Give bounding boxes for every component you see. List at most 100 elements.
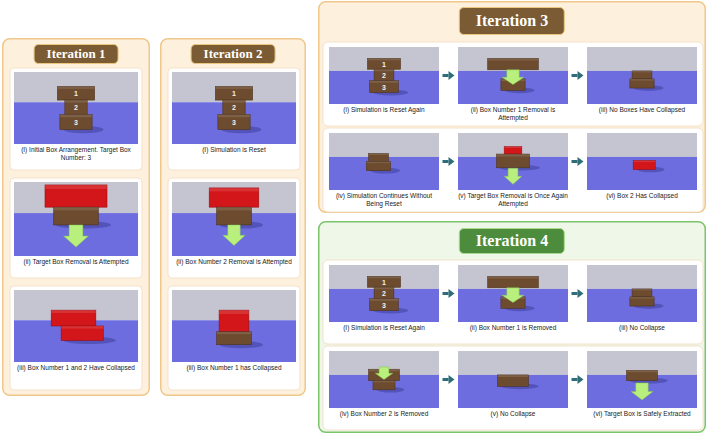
removal-arrow <box>223 225 245 246</box>
sky <box>458 133 568 157</box>
simulation-scene <box>458 133 568 190</box>
box-highlight <box>370 81 399 83</box>
sim-box <box>209 188 259 207</box>
step-caption: (iv) Box Number 2 is Removed <box>328 410 440 418</box>
arrow-head <box>449 289 455 298</box>
sim-box <box>632 289 652 297</box>
sim-box <box>373 381 395 390</box>
panel-background <box>3 39 150 396</box>
sky <box>329 265 439 289</box>
sky <box>458 47 568 71</box>
sim-box <box>217 332 252 345</box>
step-caption: (I) Initial Box Arrangement. Target Box … <box>12 146 140 162</box>
sim-box <box>369 154 389 162</box>
box-number: 3 <box>74 119 78 126</box>
arrow-head <box>578 375 584 384</box>
flow-arrow <box>443 289 455 298</box>
box-highlight <box>223 100 245 103</box>
step-card: (iv) Box Number 2 is Removed <box>326 348 442 428</box>
sky <box>329 47 439 71</box>
arrow-head <box>578 71 584 80</box>
box-number: 2 <box>74 104 78 111</box>
sim-box <box>627 370 658 380</box>
simulation-scene <box>172 182 296 256</box>
box-highlight <box>633 160 655 162</box>
sky <box>172 182 296 213</box>
arrow-head <box>449 71 455 80</box>
sim-box <box>215 86 252 100</box>
box-highlight <box>51 310 96 313</box>
step-card: (vi) Target Box is Safely Extracted <box>584 348 700 428</box>
step-caption: (vi) Box 2 Has Collapsed <box>586 192 698 200</box>
removal-arrow <box>375 367 393 380</box>
sim-box <box>630 79 654 88</box>
box-highlight <box>498 375 529 377</box>
arrow-head <box>578 157 584 166</box>
box-highlight <box>217 332 252 334</box>
box-highlight <box>630 79 654 81</box>
box-number: 3 <box>232 119 236 126</box>
box-highlight <box>60 114 92 117</box>
sky <box>587 133 697 157</box>
arrow-shaft <box>572 378 578 381</box>
iteration-panel: Iteration 4(I) Simulation is Reset Again… <box>318 221 706 433</box>
sim-box <box>488 276 539 287</box>
ground-plane <box>587 289 697 322</box>
arrow-shaft <box>572 292 578 295</box>
step-caption: (I) Simulation is Reset Again <box>328 324 440 332</box>
simulation-scene <box>329 133 439 190</box>
flow-arrow <box>443 157 455 166</box>
simulation-scene <box>587 133 697 190</box>
iteration-panel: Iteration 3(i) Simulation is Reset Again… <box>318 1 706 213</box>
box-highlight <box>369 154 389 155</box>
sim-box <box>497 154 530 168</box>
box-highlight <box>488 58 539 60</box>
step-card: (ii) Box Number 1 is Removed <box>455 262 571 342</box>
box-highlight <box>57 86 94 88</box>
row-background <box>323 260 703 344</box>
card-background <box>168 68 300 170</box>
step-card: (iii) Box Number 1 has Collapsed <box>168 286 300 390</box>
sim-box <box>504 147 522 154</box>
arrow-shaft <box>443 292 449 295</box>
flow-arrow <box>572 289 584 298</box>
sim-box <box>223 100 245 114</box>
simulation-scene <box>14 182 138 256</box>
sim-box <box>60 114 92 129</box>
simulation-scene <box>587 47 697 104</box>
sky <box>587 47 697 71</box>
flow-arrow <box>572 375 584 384</box>
box-highlight <box>219 310 249 314</box>
sim-box <box>370 81 399 93</box>
simulation-scene <box>329 47 439 104</box>
box-number: 1 <box>74 90 78 97</box>
box-highlight <box>217 207 252 210</box>
box-number: 1 <box>232 90 236 97</box>
simulation-scene <box>14 72 138 144</box>
sim-box <box>630 297 654 306</box>
step-caption: (v) No Collapse <box>457 410 569 418</box>
sim-box <box>218 114 250 129</box>
box-highlight <box>368 58 401 60</box>
arrow-shaft <box>443 74 449 77</box>
step-caption: (ii) Box Number 1 is Removed <box>457 324 569 332</box>
removal-arrow <box>631 383 653 400</box>
panel-background <box>161 39 306 396</box>
sim-box <box>217 207 252 225</box>
flow-arrow <box>572 157 584 166</box>
arrow-shaft <box>443 378 449 381</box>
step-caption: (iii) Box Number 1 and 2 Have Collapsed <box>12 364 140 372</box>
box-highlight <box>630 297 654 299</box>
step-card: (vi) Box 2 Has Collapsed <box>584 130 700 210</box>
step-card: (v) No Collapse <box>455 348 571 428</box>
removal-arrow <box>502 288 524 303</box>
step-caption: (iii) Box Number 1 has Collapsed <box>170 364 298 372</box>
ground-plane <box>329 71 439 104</box>
box-number: 1 <box>382 278 386 285</box>
box-highlight <box>368 276 401 278</box>
box-highlight <box>632 71 652 72</box>
box-number: 1 <box>382 60 386 67</box>
flow-arrow <box>572 71 584 80</box>
step-caption: (ii) Box Number 1 Removal is Attempted <box>457 106 569 122</box>
